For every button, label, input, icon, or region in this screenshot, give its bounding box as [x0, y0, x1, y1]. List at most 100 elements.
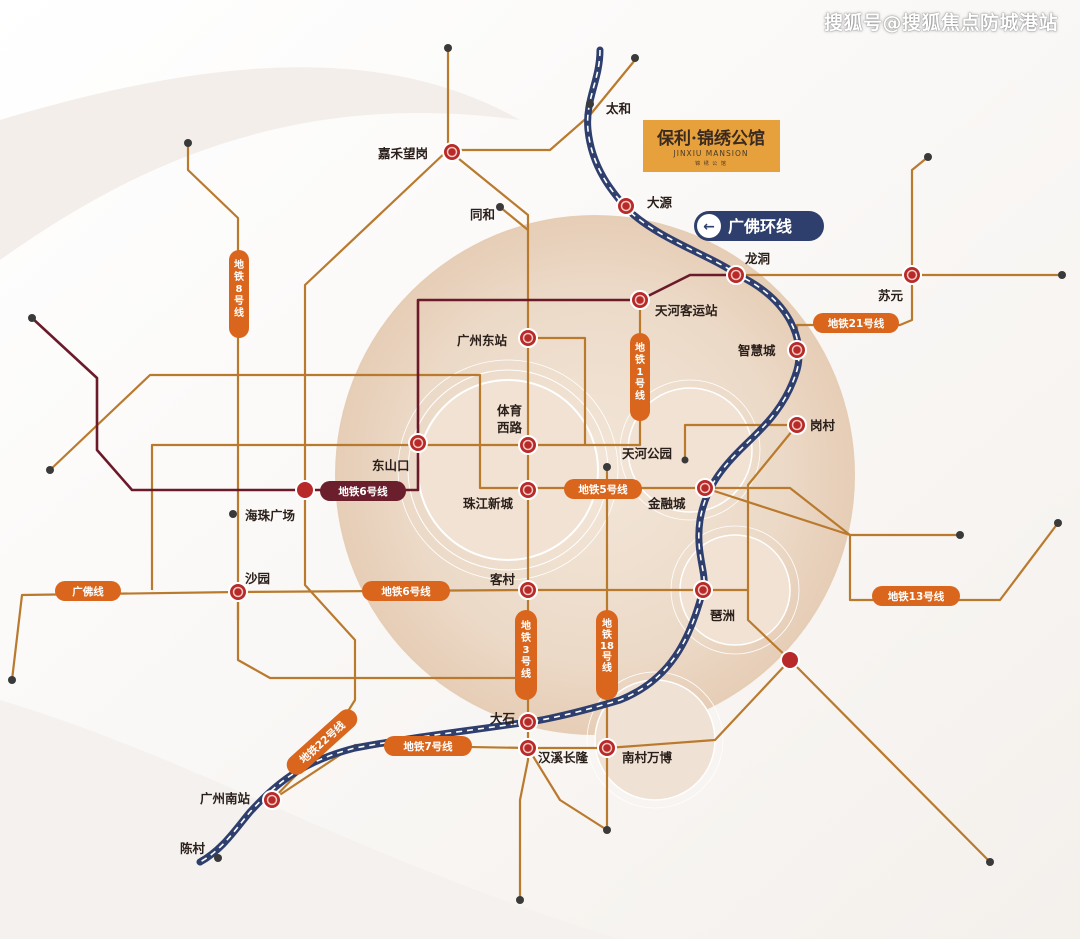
line-pill-guangfo: 广佛线: [55, 581, 121, 601]
station-label-xilu: 西路: [497, 420, 523, 435]
station-marker-dashi[interactable]: [518, 712, 538, 732]
background-swirl: [0, 700, 620, 939]
station-marker-inner-jiahewangang: [446, 146, 458, 158]
terminal-dot: [184, 139, 192, 147]
station-marker-inner-pazhou: [697, 584, 709, 596]
terminal-dot: [444, 44, 452, 52]
station-marker-jinrongcheng[interactable]: [695, 478, 715, 498]
station-marker-inner-guangzhounanzhan: [266, 794, 278, 806]
zone-ring: [627, 387, 753, 513]
station-label-suyuan: 苏元: [878, 288, 904, 303]
station-marker-zhujiangxincheng[interactable]: [518, 480, 538, 500]
station-label-tianhekeyunzhan: 天河客运站: [655, 303, 718, 318]
line-pill-21: 地铁21号线: [813, 313, 899, 333]
station-marker-suyuan[interactable]: [902, 265, 922, 285]
station-marker-zhihuicheng[interactable]: [787, 340, 807, 360]
arrow-left-icon: ←: [703, 219, 715, 235]
project-logo-english: JINXIU MANSION: [673, 149, 749, 158]
station-label-pazhou: 琶洲: [710, 608, 735, 623]
metro-line-13: [704, 486, 1059, 602]
guangfo-badge-bg: [694, 211, 824, 241]
station-marker-jiahewangang[interactable]: [442, 142, 462, 162]
station-dot-tianhegongyuan[interactable]: [603, 463, 611, 471]
station-marker-nancunwanbo[interactable]: [597, 738, 617, 758]
station-marker-inner-guangzhoudongzhan: [522, 332, 534, 344]
metro-line-11: [683, 423, 797, 460]
station-marker-shayuan[interactable]: [228, 582, 248, 602]
terminal-dot: [603, 826, 611, 834]
station-marker-inner-tianhekeyunzhan: [634, 294, 646, 306]
station-label-zhihuicheng: 智慧城: [737, 343, 776, 358]
station-dot-haizhuguangchang[interactable]: [229, 510, 237, 518]
line-pill-6-label: 地铁6号线: [338, 485, 388, 498]
station-marker-gangcun[interactable]: [787, 415, 807, 435]
station-label-guangzhoudongzhan: 广州东站: [457, 333, 508, 348]
station-marker-inner-nancunwanbo: [601, 742, 613, 754]
station-dot-taihe[interactable]: [586, 100, 594, 108]
station-label-dayuan: 大源: [647, 195, 673, 210]
station-marker-guangzhoudongzhan[interactable]: [518, 328, 538, 348]
watermark: 搜狐号@搜狐焦点防城港站: [823, 12, 1058, 34]
station-marker-inner-shayuan: [232, 586, 244, 598]
project-logo-bg: [643, 120, 780, 172]
metro-line-south: [527, 747, 608, 831]
station-marker-inner-zhihuicheng: [791, 344, 803, 356]
station-label-kecun: 客村: [489, 572, 516, 587]
station-marker-unlabeled[interactable]: [295, 480, 315, 500]
station-marker-dayuan[interactable]: [616, 196, 636, 216]
terminal-dot: [956, 531, 964, 539]
zone-ring: [397, 359, 619, 581]
station-marker-inner-dongshankou: [412, 437, 424, 449]
station-marker-kecun[interactable]: [518, 580, 538, 600]
metro-line-3-north: [447, 149, 530, 338]
station-marker-pazhou[interactable]: [693, 580, 713, 600]
station-label-shayuan: 沙园: [245, 571, 270, 586]
line-pill-7-label: 地铁7号线: [403, 740, 453, 753]
metro-line-21: [795, 156, 929, 350]
station-marker-inner-gangcun: [791, 419, 803, 431]
line-pill-13: 地铁13号线: [872, 586, 960, 606]
project-logo-sub: 锦 绣 公 馆: [695, 160, 727, 167]
station-label-nancunwanbo: 南村万博: [622, 750, 673, 765]
project-logo[interactable]: 保利·锦绣公馆 JINXIU MANSION 锦 绣 公 馆: [643, 120, 780, 172]
station-marker-inner-suyuan: [906, 269, 918, 281]
metro-line-3-tonghe: [499, 206, 529, 231]
terminal-dot: [986, 858, 994, 866]
station-marker-tiyuxilu[interactable]: [518, 435, 538, 455]
guangfo-ring-badge[interactable]: ← 广佛环线: [694, 211, 824, 241]
station-marker-guangzhounanzhan[interactable]: [262, 790, 282, 810]
terminal-dot: [631, 54, 639, 62]
station-label-zhujiangxincheng: 珠江新城: [463, 496, 514, 511]
metro-line-14: [448, 59, 636, 152]
station-marker-hanxichanglong[interactable]: [518, 738, 538, 758]
line-pill-5: 地铁5号线: [564, 479, 642, 499]
station-marker-inner-dashi: [522, 716, 534, 728]
metro-line-1-branch: [528, 336, 587, 445]
station-label-haizhuguangchang: 海珠广场: [245, 508, 295, 523]
terminal-dot: [28, 314, 36, 322]
line-pill-7: 地铁7号线: [384, 736, 472, 756]
project-logo-title: 保利·锦绣公馆: [656, 128, 765, 149]
station-dot-tonghe[interactable]: [496, 203, 504, 211]
station-label-tianhegongyuan: 天河公园: [622, 446, 672, 461]
metro-line-5: [150, 443, 960, 590]
station-marker-unlabeled[interactable]: [780, 650, 800, 670]
station-label-tiyu: 体育: [497, 403, 523, 418]
station-marker-longdong[interactable]: [726, 265, 746, 285]
station-marker-tianhekeyunzhan[interactable]: [630, 290, 650, 310]
station-dot-chencun[interactable]: [214, 854, 222, 862]
line-pill-6: 地铁6号线: [320, 481, 406, 501]
station-marker-dongshankou[interactable]: [408, 433, 428, 453]
metro-line-1: [49, 300, 642, 471]
station-marker-inner-tiyuxilu: [522, 439, 534, 451]
station-marker-inner-zhujiangxincheng: [522, 484, 534, 496]
station-marker-inner-kecun: [522, 584, 534, 596]
